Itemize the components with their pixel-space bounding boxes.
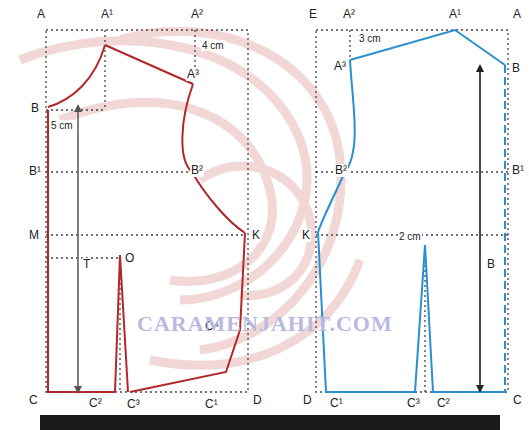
point-label: C¹ [204,398,219,411]
point-label: A [512,8,522,21]
dimension-label: 4 cm [201,40,225,51]
point-label: B [511,62,521,75]
point-label: T [82,258,91,271]
point-label: B¹ [28,165,42,178]
dimension-label: 5 cm [50,120,74,131]
point-label: C³ [406,397,421,410]
point-label: A² [342,8,356,21]
point-label: B¹ [511,164,525,177]
point-label: C¹ [329,397,344,410]
point-label: B² [334,164,348,177]
point-label: A³ [186,68,200,81]
point-label: O [124,252,135,265]
point-label: A² [190,8,204,21]
point-label: A¹ [448,8,462,21]
point-label: D [252,394,263,407]
point-label: C² [436,397,451,410]
point-label: C³ [126,398,141,411]
watermark: CARAMENJAHIT.COM [136,312,394,336]
point-label: C² [88,397,103,410]
point-label: K [301,229,311,242]
point-label: B [486,258,496,271]
point-label: A³ [333,60,347,73]
point-label: B² [190,164,204,177]
dimension-label: 3 cm [358,33,382,44]
point-label: A [36,8,46,21]
point-label: C [512,394,523,407]
point-label: M [28,229,40,242]
point-label: D [302,394,313,407]
point-label: C [28,394,39,407]
point-label: E [308,8,318,21]
point-label: A¹ [100,8,114,21]
point-label: K [251,229,261,242]
dimension-label: 2 cm [398,231,422,242]
point-label: B [30,102,40,115]
